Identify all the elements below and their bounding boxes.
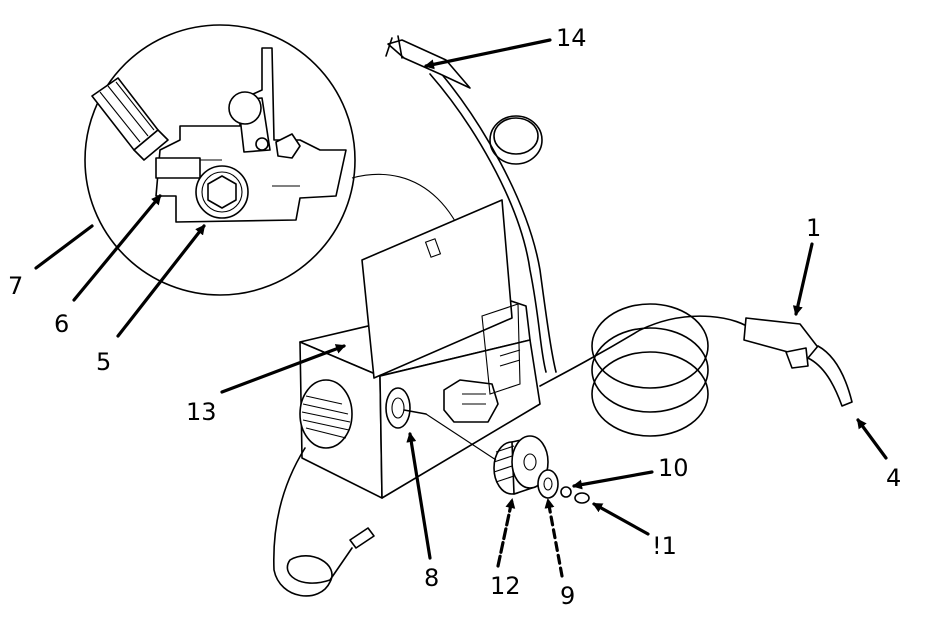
callout-14: 14	[556, 24, 587, 52]
power-cord	[273, 447, 353, 597]
callout-9: 9	[560, 582, 575, 610]
callout-5: 5	[96, 348, 111, 376]
mig-gun-assembly	[539, 303, 853, 437]
callout-labels: 1 4 5 6 7 8 9 10 !1 12 13 14	[8, 24, 901, 610]
vent-grille	[299, 379, 353, 449]
callout-8: 8	[424, 564, 439, 592]
callout-10: 10	[658, 454, 689, 482]
wire-spool-hardware	[425, 413, 590, 504]
drive-roll-detail-inset	[84, 24, 479, 301]
callout-leaders	[34, 38, 888, 578]
welder-cabinet	[299, 199, 541, 499]
callout-7: 7	[8, 272, 23, 300]
callout-12: 12	[490, 572, 521, 600]
callout-1: 1	[806, 214, 821, 242]
callout-13: 13	[186, 398, 217, 426]
callout-4: 4	[886, 464, 901, 492]
callout-11: !1	[652, 532, 677, 560]
callout-6: 6	[54, 310, 69, 338]
